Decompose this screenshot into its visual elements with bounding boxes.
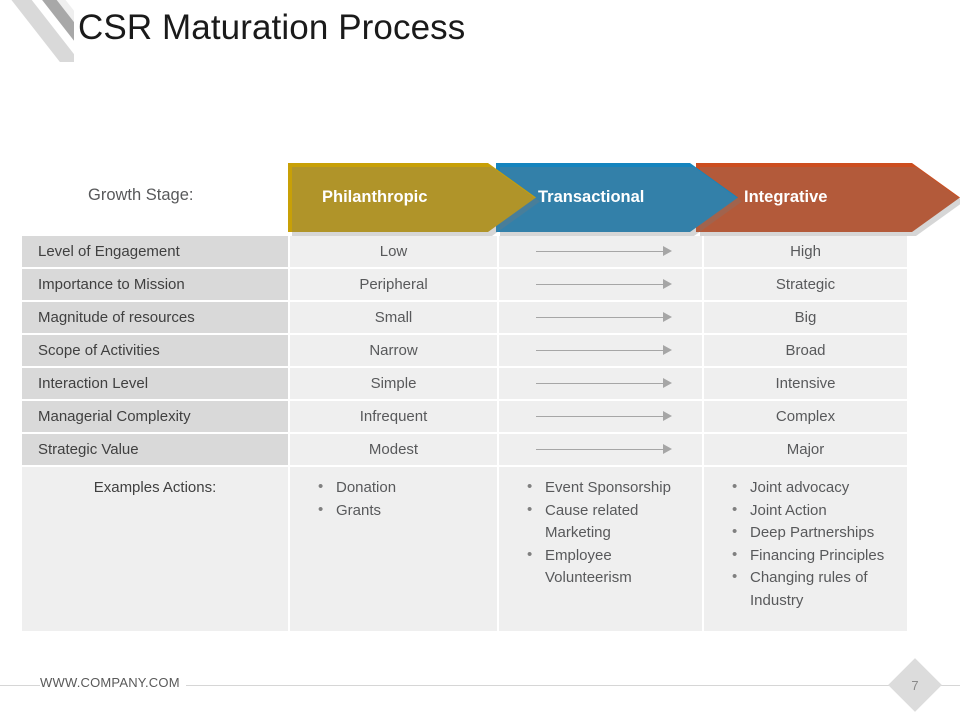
- row-label: Scope of Activities: [22, 335, 288, 366]
- row-value-philanthropic: Low: [290, 236, 497, 267]
- corner-ribbon-decoration: [0, 0, 74, 62]
- progress-arrow-icon: [499, 276, 702, 293]
- progress-arrow-icon: [499, 441, 702, 458]
- row-label: Level of Engagement: [22, 236, 288, 267]
- page-title: CSR Maturation Process: [78, 8, 466, 47]
- progress-arrow-icon: [499, 342, 702, 359]
- arrow-polygon: [696, 163, 960, 232]
- table-row: Level of Engagement Low High: [22, 236, 907, 267]
- row-value-philanthropic: Simple: [290, 368, 497, 399]
- list-item: Deep Partnerships: [732, 521, 901, 545]
- row-value-integrative: Big: [704, 302, 907, 333]
- examples-philanthropic: Donation Grants: [290, 467, 497, 631]
- arrow-polygon: [288, 163, 536, 232]
- list-item: Changing rules of Industry: [732, 566, 901, 612]
- maturation-table: Level of Engagement Low High Importance …: [22, 236, 907, 633]
- examples-integrative: Joint advocacy Joint Action Deep Partner…: [704, 467, 907, 631]
- row-progress-arrow: [499, 236, 702, 267]
- table-row: Managerial Complexity Infrequent Complex: [22, 401, 907, 432]
- row-progress-arrow: [499, 269, 702, 300]
- row-value-integrative: Broad: [704, 335, 907, 366]
- stage-arrow-philanthropic[interactable]: Philanthropic: [288, 163, 540, 236]
- row-value-integrative: Intensive: [704, 368, 907, 399]
- table-row: Strategic Value Modest Major: [22, 434, 907, 465]
- stage-arrow-banner: Integrative Transactional Philanthropic: [288, 163, 960, 236]
- list-item: Grants: [318, 499, 491, 523]
- row-value-integrative: Major: [704, 434, 907, 465]
- examples-list-philanthropic: Donation Grants: [298, 476, 491, 523]
- row-label: Magnitude of resources: [22, 302, 288, 333]
- row-progress-arrow: [499, 401, 702, 432]
- row-value-integrative: Strategic: [704, 269, 907, 300]
- arrow-shape-integrative: [696, 163, 960, 232]
- arrow-shadow: [500, 167, 742, 236]
- footer-divider: [0, 685, 960, 686]
- progress-arrow-icon: [499, 309, 702, 326]
- table-row: Scope of Activities Narrow Broad: [22, 335, 907, 366]
- stage-arrow-label-philanthropic: Philanthropic: [322, 188, 428, 206]
- examples-list-transactional: Event Sponsorship Cause related Marketin…: [507, 476, 696, 590]
- row-label: Strategic Value: [22, 434, 288, 465]
- list-item: Donation: [318, 476, 491, 500]
- arrow-shadow: [292, 167, 540, 236]
- list-item: Financing Principles: [732, 544, 901, 568]
- row-value-philanthropic: Narrow: [290, 335, 497, 366]
- stage-arrow-transactional[interactable]: Transactional: [496, 163, 742, 236]
- stage-arrow-label-transactional: Transactional: [538, 188, 645, 206]
- table-row: Interaction Level Simple Intensive: [22, 368, 907, 399]
- row-label: Importance to Mission: [22, 269, 288, 300]
- examples-actions-row: Examples Actions: Donation Grants Event …: [22, 467, 907, 631]
- examples-transactional: Event Sponsorship Cause related Marketin…: [499, 467, 702, 631]
- footer-website: WWW.COMPANY.COM: [40, 675, 186, 690]
- arrow-shape-transactional: [496, 163, 738, 232]
- row-value-philanthropic: Peripheral: [290, 269, 497, 300]
- table-row: Importance to Mission Peripheral Strateg…: [22, 269, 907, 300]
- examples-list-integrative: Joint advocacy Joint Action Deep Partner…: [712, 476, 901, 612]
- growth-stage-label: Growth Stage:: [88, 186, 194, 204]
- list-item: Employee Volunteerism: [527, 544, 696, 590]
- list-item: Joint Action: [732, 499, 901, 523]
- progress-arrow-icon: [499, 375, 702, 392]
- arrow-shadow: [700, 167, 960, 236]
- row-progress-arrow: [499, 434, 702, 465]
- progress-arrow-icon: [499, 243, 702, 260]
- row-value-integrative: Complex: [704, 401, 907, 432]
- row-label: Managerial Complexity: [22, 401, 288, 432]
- row-value-philanthropic: Modest: [290, 434, 497, 465]
- arrow-polygon: [496, 163, 738, 232]
- arrow-shape-philanthropic: [288, 163, 536, 232]
- table-row: Magnitude of resources Small Big: [22, 302, 907, 333]
- examples-actions-label: Examples Actions:: [22, 467, 288, 631]
- row-progress-arrow: [499, 368, 702, 399]
- row-value-integrative: High: [704, 236, 907, 267]
- list-item: Joint advocacy: [732, 476, 901, 500]
- row-value-philanthropic: Small: [290, 302, 497, 333]
- row-label: Interaction Level: [22, 368, 288, 399]
- row-value-philanthropic: Infrequent: [290, 401, 497, 432]
- stage-arrow-integrative[interactable]: Integrative: [696, 163, 960, 236]
- progress-arrow-icon: [499, 408, 702, 425]
- list-item: Event Sponsorship: [527, 476, 696, 500]
- stage-arrow-label-integrative: Integrative: [744, 188, 828, 206]
- row-progress-arrow: [499, 302, 702, 333]
- page-number: 7: [911, 677, 919, 693]
- list-item: Cause related Marketing: [527, 499, 696, 545]
- row-progress-arrow: [499, 335, 702, 366]
